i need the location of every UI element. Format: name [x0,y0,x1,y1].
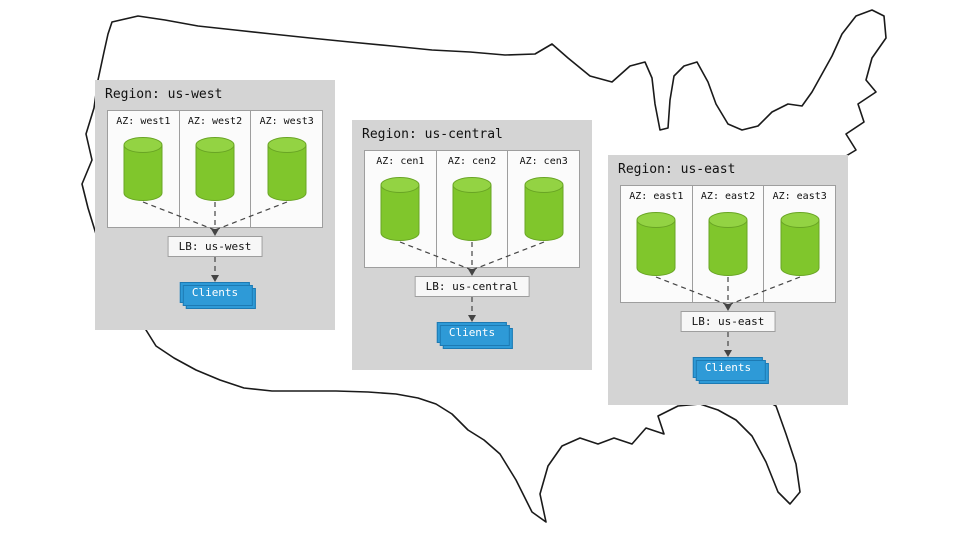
az-cell: AZ: east2 [693,186,765,302]
database-cylinder-icon [524,177,564,241]
az-cell: AZ: east3 [764,186,835,302]
az-cell: AZ: cen3 [508,151,579,267]
clients-box: Clients [436,322,508,343]
database-cylinder-icon [636,212,676,276]
az-cell: AZ: east1 [621,186,693,302]
region-us-east: Region: us-east AZ: east1 AZ: east2 AZ: … [608,155,848,405]
az-label: AZ: east3 [772,191,827,202]
database-cylinder-icon [123,137,163,201]
az-cell: AZ: west1 [108,111,180,227]
region-title: Region: us-central [362,127,503,142]
az-label: AZ: cen2 [447,156,497,167]
database-cylinder-icon [195,137,235,201]
az-label: AZ: east2 [700,191,756,202]
load-balancer-label: LB: us-west [178,240,252,253]
az-label: AZ: west2 [187,116,243,127]
region-title: Region: us-east [618,162,736,177]
az-label: AZ: cen1 [376,156,425,167]
load-balancer-box: LB: us-east [680,311,776,332]
az-cell: AZ: west3 [251,111,322,227]
clients-label: Clients [191,286,239,299]
clients-box: Clients [692,357,764,378]
database-cylinder-icon [780,212,820,276]
clients-box: Clients [179,282,251,303]
clients-label: Clients [704,361,752,374]
az-cell: AZ: cen2 [437,151,509,267]
clients-label: Clients [448,326,496,339]
az-panel: AZ: west1 AZ: west2 AZ: west3 [107,110,323,228]
database-cylinder-icon [267,137,307,201]
az-label: AZ: east1 [629,191,684,202]
load-balancer-box: LB: us-west [167,236,263,257]
load-balancer-label: LB: us-central [425,280,519,293]
az-panel: AZ: east1 AZ: east2 AZ: east3 [620,185,836,303]
database-cylinder-icon [452,177,492,241]
database-cylinder-icon [708,212,748,276]
database-cylinder-icon [380,177,420,241]
load-balancer-label: LB: us-east [691,315,765,328]
region-us-west: Region: us-west AZ: west1 AZ: west2 AZ: … [95,80,335,330]
az-label: AZ: west1 [116,116,171,127]
region-title: Region: us-west [105,87,223,102]
az-label: AZ: cen3 [519,156,568,167]
az-panel: AZ: cen1 AZ: cen2 AZ: cen3 [364,150,580,268]
region-us-central: Region: us-central AZ: cen1 AZ: cen2 AZ:… [352,120,592,370]
az-label: AZ: west3 [259,116,314,127]
load-balancer-box: LB: us-central [414,276,530,297]
az-cell: AZ: cen1 [365,151,437,267]
az-cell: AZ: west2 [180,111,252,227]
